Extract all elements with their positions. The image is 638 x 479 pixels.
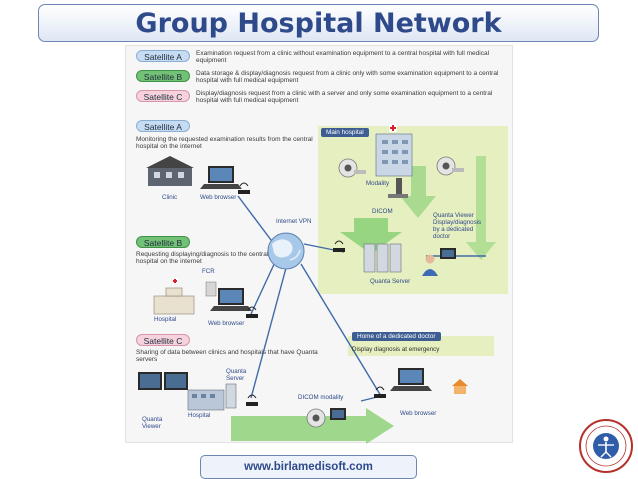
- doctor-workstation-icon: [422, 248, 456, 276]
- xray-machine-icon: [388, 178, 408, 198]
- house-icon: [452, 379, 468, 394]
- section-badge-satellite-b: Satellite B: [136, 236, 190, 248]
- label-hospital-c: Hospital: [188, 412, 211, 419]
- label-dicom-modality: DICOM modality: [298, 394, 344, 401]
- legend-badge-satellite-c: Satellite C: [136, 90, 190, 102]
- network-graphics: [138, 124, 496, 444]
- router-icon-satellite-a: [238, 182, 250, 194]
- label-web-browser-b: Web browser: [208, 320, 245, 327]
- footer-url-box[interactable]: www.birlamedisoft.com: [200, 455, 417, 479]
- label-quanta-viewer-3: by a dedicated: [433, 226, 474, 233]
- label-hospital-b: Hospital: [154, 316, 177, 323]
- label-fcr: FCR: [202, 268, 215, 275]
- legend-text-satellite-a: Examination request from a clinic withou…: [196, 50, 490, 65]
- label-web-browser-home: Web browser: [400, 410, 437, 417]
- quanta-viewer-icon-satellite-c: [138, 372, 188, 390]
- ct-scanner-icon: [338, 158, 366, 178]
- page-title: Group Hospital Network: [135, 7, 502, 39]
- laptop-icon-home: [390, 368, 432, 391]
- modality-to-server-arrow: [400, 166, 436, 218]
- section-badge-satellite-a: Satellite A: [136, 120, 190, 132]
- label-web-browser-a: Web browser: [200, 194, 237, 201]
- globe-icon: [267, 232, 305, 270]
- label-internet-vpn: Internet VPN: [276, 218, 312, 225]
- laptop-icon-satellite-b: [210, 288, 252, 311]
- hospital-building-icon-satellite-b: [153, 278, 195, 315]
- label-quanta-viewer-c-2: Viewer: [142, 423, 161, 430]
- mri-scanner-icon: [436, 156, 464, 176]
- label-clinic: Clinic: [162, 194, 178, 201]
- router-icon-satellite-c: [246, 394, 258, 406]
- viewer-arrow: [466, 156, 496, 260]
- clinic-building-icon: [146, 156, 194, 186]
- network-diagram: Satellite A Examination request from a c…: [125, 45, 513, 444]
- label-quanta-viewer-4: doctor: [433, 233, 451, 240]
- laptop-icon-satellite-a: [200, 166, 242, 189]
- dicom-modality-icon: [306, 408, 346, 428]
- label-quanta-server-c-2: Server: [226, 375, 245, 382]
- company-seal-icon: [579, 419, 633, 473]
- router-icon-main: [333, 240, 345, 252]
- section-text-satellite-c: Sharing of data between clinics and hosp…: [136, 349, 318, 364]
- footer-url[interactable]: www.birlamedisoft.com: [244, 461, 373, 473]
- quanta-server-icon: [363, 243, 402, 273]
- title-banner: Group Hospital Network: [38, 4, 599, 42]
- main-hospital-building-icon: [375, 124, 413, 177]
- label-quanta-server: Quanta Server: [370, 278, 411, 285]
- home-doctor-zone: [348, 336, 494, 356]
- link-browser-b-vpn: [250, 259, 277, 315]
- legend-text-satellite-c: Display/diagnosis request from a clinic …: [196, 90, 493, 105]
- section-text-satellite-b: Requesting displaying/diagnosis to the c…: [136, 251, 269, 266]
- label-quanta-viewer-c-1: Quanta: [142, 416, 163, 423]
- legend-badge-satellite-b: Satellite B: [136, 70, 190, 82]
- legend-text-satellite-b: Data storage & display/diagnosis request…: [196, 70, 499, 85]
- fcr-device-icon: [205, 281, 217, 297]
- link-clinic-vpn: [237, 195, 275, 245]
- label-dicom: DICOM: [372, 208, 393, 215]
- label-quanta-server-c-1: Quanta: [226, 368, 247, 375]
- label-modality: Modality: [366, 180, 390, 187]
- link-vpn-home: [300, 263, 382, 397]
- label-quanta-viewer-2: Display/diagnosis: [433, 219, 482, 226]
- section-text-satellite-a: Monitoring the requested examination res…: [136, 136, 313, 151]
- label-home-dedicated-doctor: Home of a dedicated doctor: [352, 332, 441, 341]
- dicom-arrow: [340, 218, 402, 254]
- hospital-building-icon-satellite-c: [187, 389, 225, 411]
- legend-badge-satellite-a: Satellite A: [136, 50, 190, 62]
- router-icon-home: [374, 386, 386, 398]
- label-quanta-viewer-1: Quanta Viewer: [433, 212, 474, 219]
- quanta-server-icon-satellite-c: [225, 383, 237, 409]
- label-main-hospital: Main hospital: [321, 128, 369, 137]
- label-display-emergency: Display diagnosis at emergency: [352, 346, 440, 353]
- link-vpn-hospital-c: [250, 267, 287, 399]
- router-icon-satellite-b: [246, 306, 258, 318]
- section-badge-satellite-c: Satellite C: [136, 334, 190, 346]
